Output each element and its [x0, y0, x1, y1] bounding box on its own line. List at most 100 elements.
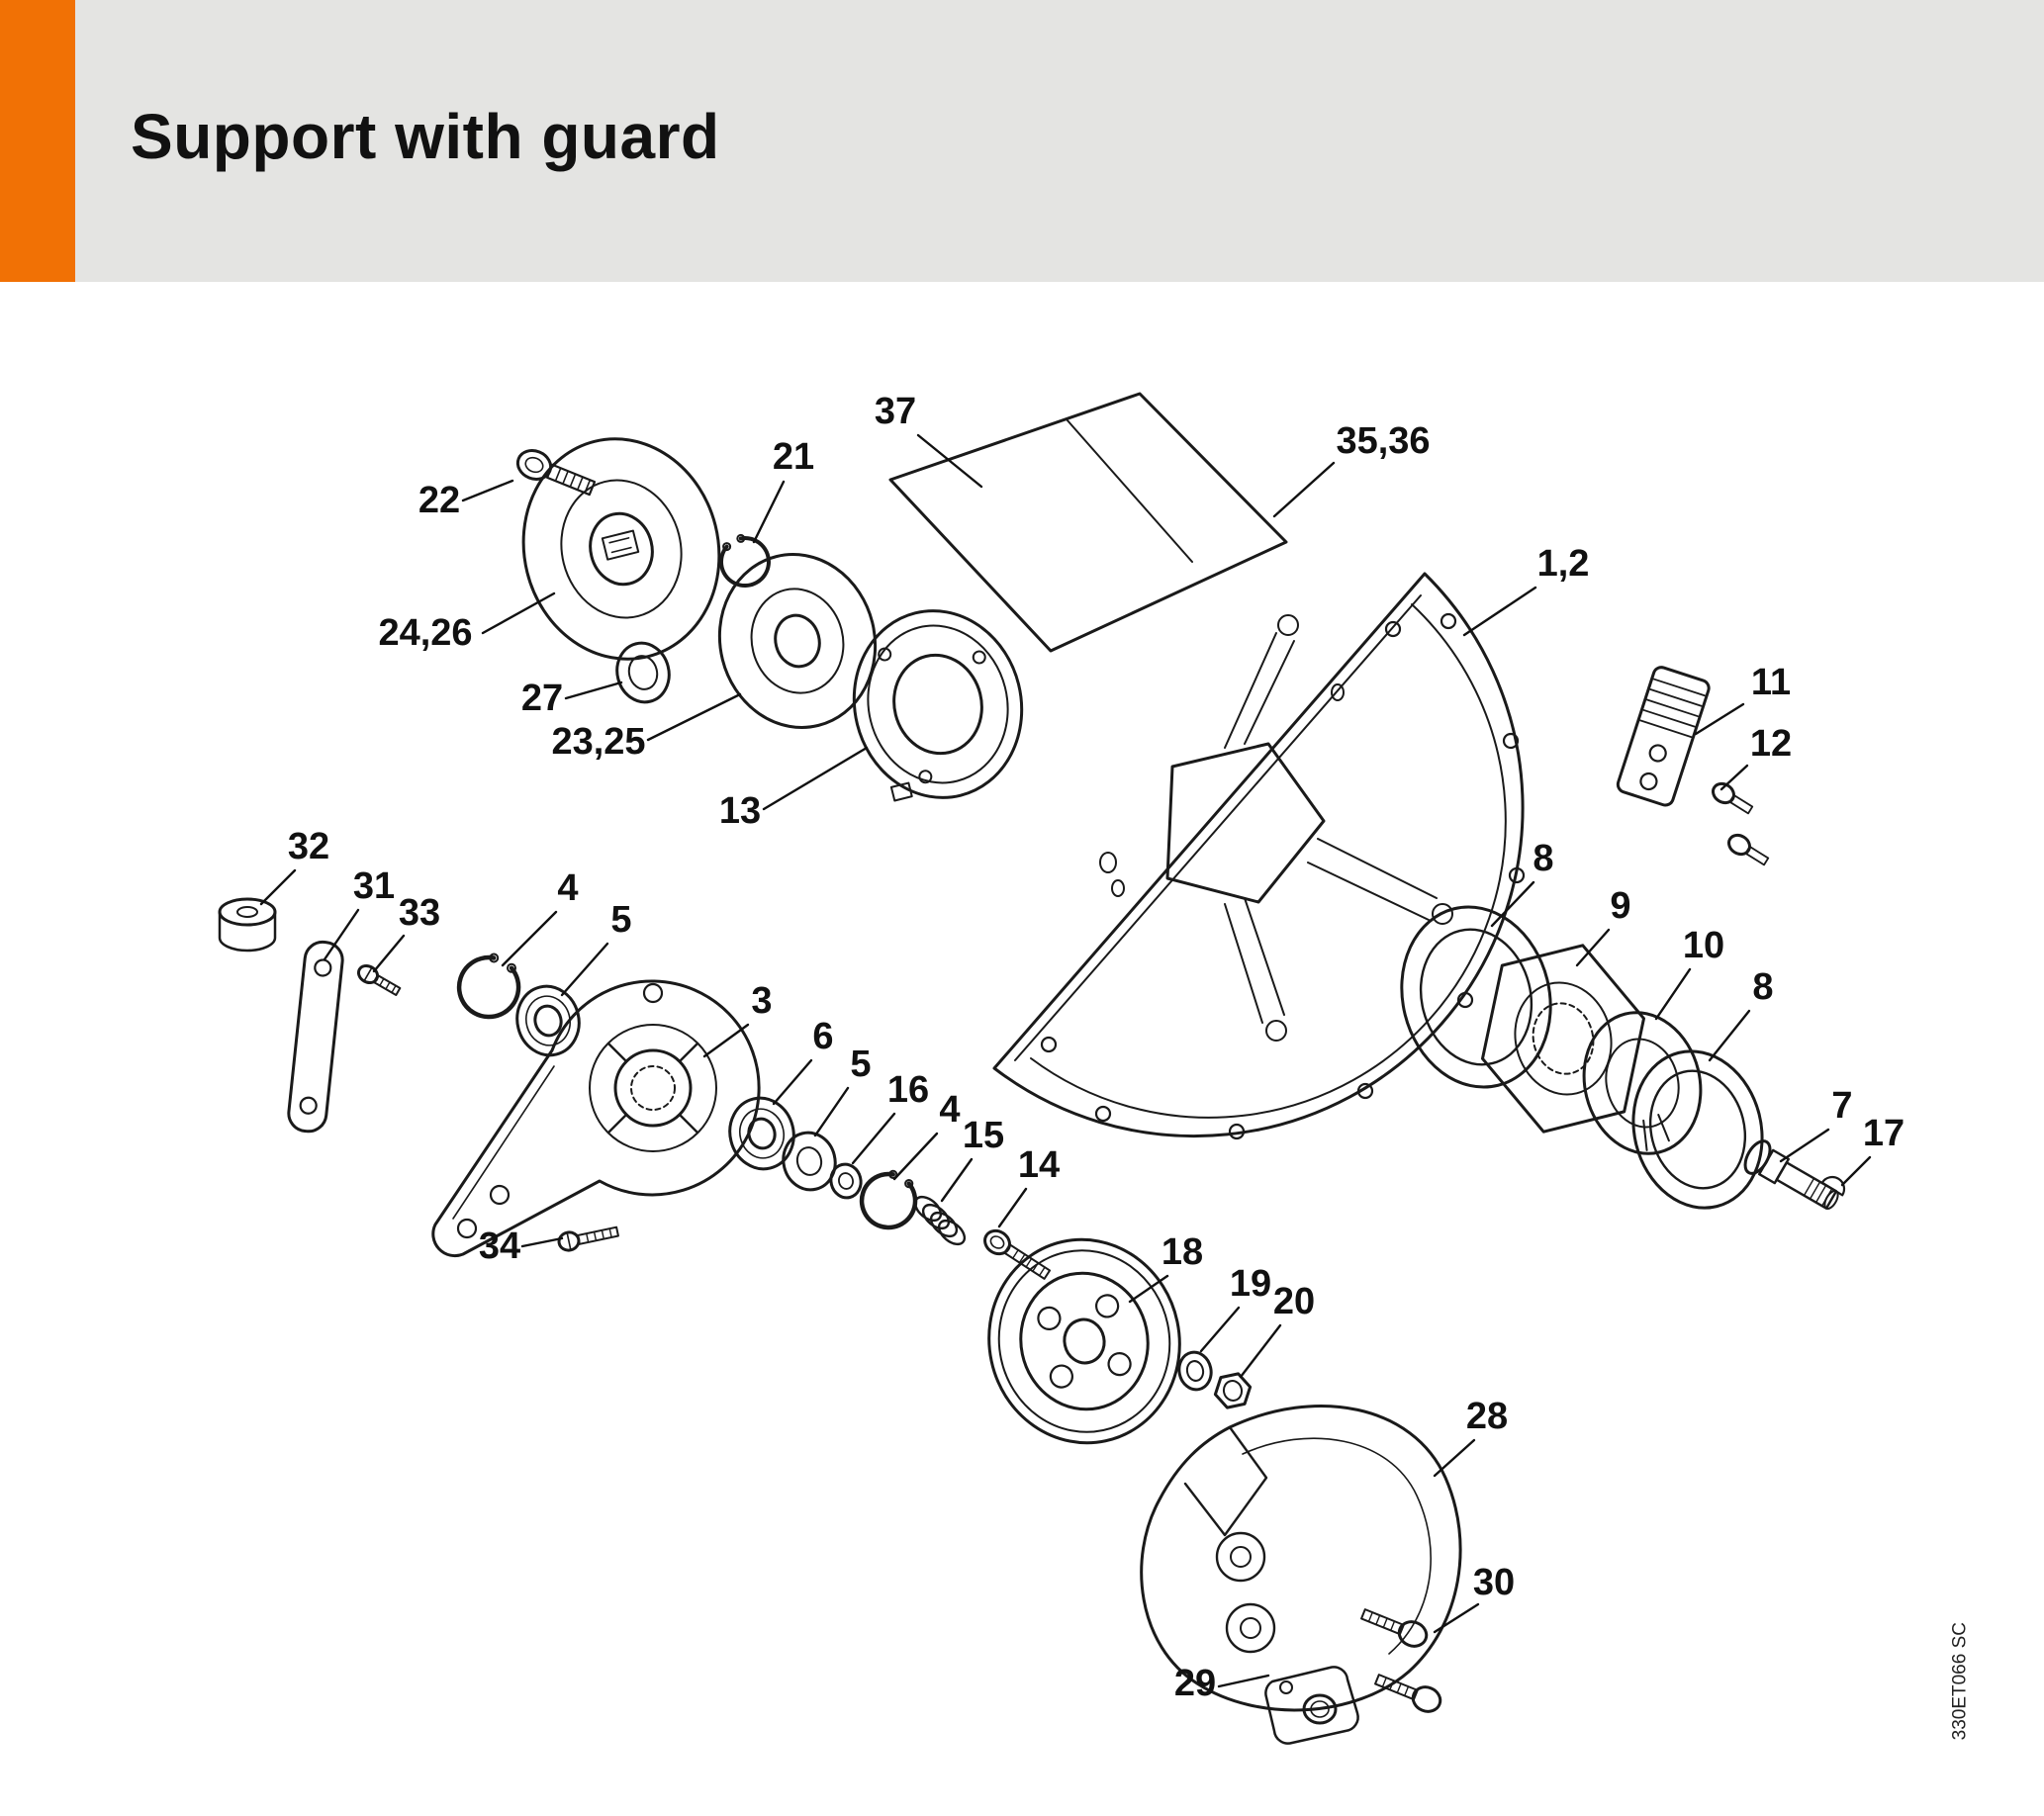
part-ring-8a: [1400, 905, 1552, 1089]
part-callout-9: 9: [1610, 885, 1630, 927]
callout-leader-line: [762, 746, 869, 811]
callout-leader-line: [1490, 880, 1535, 928]
part-callout-1,2: 1,2: [1537, 543, 1590, 585]
part-callout-31: 31: [353, 865, 395, 907]
part-callout-4: 4: [939, 1089, 960, 1131]
callout-leader-line: [772, 1058, 813, 1106]
part-callout-37: 37: [875, 391, 916, 432]
part-snap-ring-21: [718, 533, 771, 588]
part-callout-8: 8: [1752, 966, 1773, 1008]
callout-leader-line: [1840, 1155, 1872, 1187]
part-cover-28: [1140, 1405, 1462, 1712]
part-callout-11: 11: [1751, 662, 1791, 703]
part-callout-4: 4: [557, 867, 578, 909]
part-callout-32: 32: [288, 826, 329, 867]
part-washer-disc-24-26: [521, 437, 721, 661]
part-pulley-18: [987, 1237, 1181, 1445]
callout-leader-line: [1719, 764, 1749, 791]
callout-leader-line: [702, 1023, 750, 1058]
part-callout-16: 16: [887, 1069, 929, 1111]
part-callout-35,36: 35,36: [1336, 420, 1430, 462]
callout-leader-line: [501, 910, 558, 967]
part-sticker-sheet: [888, 392, 1288, 653]
part-callout-30: 30: [1473, 1562, 1515, 1603]
callout-leader-line: [564, 681, 623, 700]
part-callout-27: 27: [521, 678, 563, 719]
callout-leader-line: [1433, 1602, 1480, 1634]
part-callout-34: 34: [479, 1226, 520, 1267]
part-callout-6: 6: [812, 1016, 833, 1057]
part-screw-14: [983, 1228, 1052, 1280]
part-flange-ring-13: [852, 609, 1024, 802]
callout-leader-line: [1575, 928, 1611, 967]
part-screw-34: [557, 1226, 619, 1252]
part-callout-13: 13: [719, 790, 761, 832]
part-support-arm-3: [431, 979, 761, 1258]
part-spring-15: [913, 1195, 967, 1246]
part-callout-28: 28: [1466, 1396, 1508, 1437]
part-callout-17: 17: [1863, 1113, 1905, 1154]
callout-leader-line: [646, 692, 742, 742]
callout-leader-line: [372, 934, 406, 973]
part-washer-disc-23-25: [717, 553, 878, 729]
part-callout-33: 33: [399, 892, 440, 934]
callout-leader-line: [560, 942, 609, 997]
part-callout-8: 8: [1533, 838, 1553, 879]
part-callout-29: 29: [1174, 1663, 1216, 1704]
part-callout-10: 10: [1683, 925, 1724, 966]
part-bearing-6: [728, 1096, 795, 1171]
part-callout-3: 3: [751, 980, 772, 1022]
part-screws-12: [1712, 781, 1770, 866]
callout-leader-line: [259, 868, 297, 906]
callout-leader-line: [1239, 1323, 1282, 1379]
callout-leader-line: [916, 433, 983, 489]
callout-leader-line: [1199, 1306, 1241, 1353]
part-callout-21: 21: [773, 436, 814, 478]
part-callout-23,25: 23,25: [551, 721, 645, 763]
part-snap-ring-4b: [859, 1169, 918, 1230]
callout-leader-line: [323, 908, 360, 961]
callout-leader-line: [892, 1132, 939, 1181]
callout-leader-line: [461, 479, 514, 502]
brand-accent-bar: [0, 0, 75, 282]
part-callout-22: 22: [418, 480, 460, 521]
part-nut-20: [1213, 1372, 1253, 1409]
callout-leader-line: [1708, 1009, 1751, 1062]
part-callout-14: 14: [1018, 1144, 1060, 1186]
part-bearing-5a: [515, 984, 581, 1057]
part-shaft-7: [1743, 1139, 1839, 1211]
callout-leader-line: [481, 591, 556, 635]
part-callout-7: 7: [1831, 1085, 1852, 1127]
callout-leader-line: [1779, 1128, 1830, 1163]
part-screw-33: [356, 963, 402, 996]
part-washer-5b: [782, 1131, 837, 1192]
part-washer-19: [1177, 1350, 1213, 1392]
callout-leader-line: [813, 1086, 850, 1137]
header-band: [0, 0, 2044, 282]
part-callout-20: 20: [1273, 1281, 1315, 1322]
callout-leader-line: [1128, 1274, 1169, 1304]
part-shim-16: [829, 1162, 863, 1200]
part-callout-5: 5: [610, 899, 631, 941]
callout-leader-line: [520, 1236, 564, 1248]
callout-leader-line: [752, 480, 786, 544]
part-callout-12: 12: [1750, 723, 1792, 765]
part-key-17: [1820, 1175, 1846, 1197]
part-snap-ring-4a: [456, 953, 521, 1020]
part-callout-24,26: 24,26: [378, 612, 472, 654]
callout-leader-line: [997, 1187, 1028, 1228]
callout-leader-line: [1694, 702, 1745, 736]
part-buffer-32: [218, 897, 277, 953]
callout-leader-line: [851, 1112, 896, 1165]
doc-code: 330ET066 SC: [1949, 1622, 1970, 1741]
part-guard: [992, 572, 1526, 1140]
callout-leader-line: [1217, 1674, 1270, 1688]
part-ring-8b: [1631, 1049, 1764, 1210]
callout-leader-line: [1433, 1438, 1476, 1478]
callout-leader-line: [1654, 967, 1692, 1021]
part-callout-19: 19: [1230, 1263, 1271, 1305]
page-title: Support with guard: [131, 100, 720, 172]
